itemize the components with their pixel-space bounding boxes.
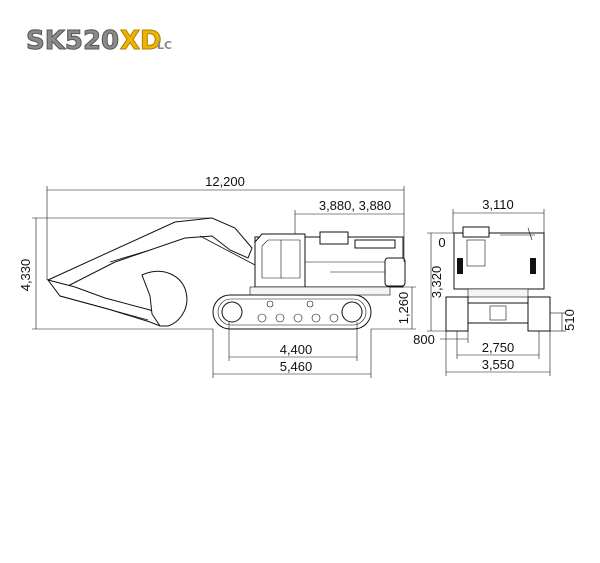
cab	[254, 233, 306, 288]
counterweight-top	[354, 239, 396, 249]
arm-cylinder	[199, 235, 256, 266]
front-left-light	[457, 258, 463, 274]
dim-overall-width: 3,110	[482, 197, 514, 212]
front-track-frame	[467, 302, 529, 324]
logo-variant: LC	[157, 39, 172, 52]
dim-undercarriage-width: 3,550	[482, 357, 515, 372]
counterweight	[384, 257, 406, 287]
dim-overall-height: 4,330	[18, 259, 33, 292]
front-right-track	[527, 296, 551, 332]
side-dimensions: 12,200 3,880, 3,880 4,330 1,260 4,400 5,…	[18, 174, 416, 378]
engine-hood	[319, 231, 349, 245]
dim-overall-length: 12,200	[205, 174, 245, 189]
front-cab-roof	[462, 226, 490, 238]
boom	[47, 217, 253, 291]
front-dimensions: 3,110 3,320 0 800 2,750 3,550 510	[413, 197, 577, 376]
slewing-ring	[249, 286, 391, 296]
logo-suffix: XD	[120, 26, 162, 56]
front-slewing-ring	[467, 288, 529, 298]
model-logo: SK520 XD LC	[26, 26, 173, 57]
dim-track-gauge: 2,750	[482, 340, 515, 355]
dim-shoe-offset: 800	[413, 332, 435, 347]
dim-track-length: 5,460	[280, 359, 313, 374]
side-view-excavator	[46, 217, 406, 330]
dim-tumbler-distance: 4,400	[280, 342, 313, 357]
bucket	[141, 270, 188, 327]
sprocket	[341, 301, 363, 323]
dim-tail-swing: 3,880, 3,880	[319, 198, 391, 213]
track-rollers	[257, 300, 339, 323]
dim-zero-label: 0	[438, 235, 445, 250]
track	[212, 294, 372, 330]
front-right-light	[530, 258, 536, 274]
dim-cab-height: 3,320	[429, 266, 444, 299]
idler	[221, 301, 243, 323]
front-left-track	[445, 296, 469, 332]
dim-ground-clearance: 1,260	[396, 292, 411, 325]
cab-window	[261, 239, 301, 279]
bucket-linkage	[59, 295, 149, 321]
logo-model: SK520	[26, 26, 119, 56]
front-view-excavator	[445, 226, 551, 332]
boom-cylinder	[109, 249, 151, 263]
dim-shoe-width: 510	[562, 309, 577, 331]
